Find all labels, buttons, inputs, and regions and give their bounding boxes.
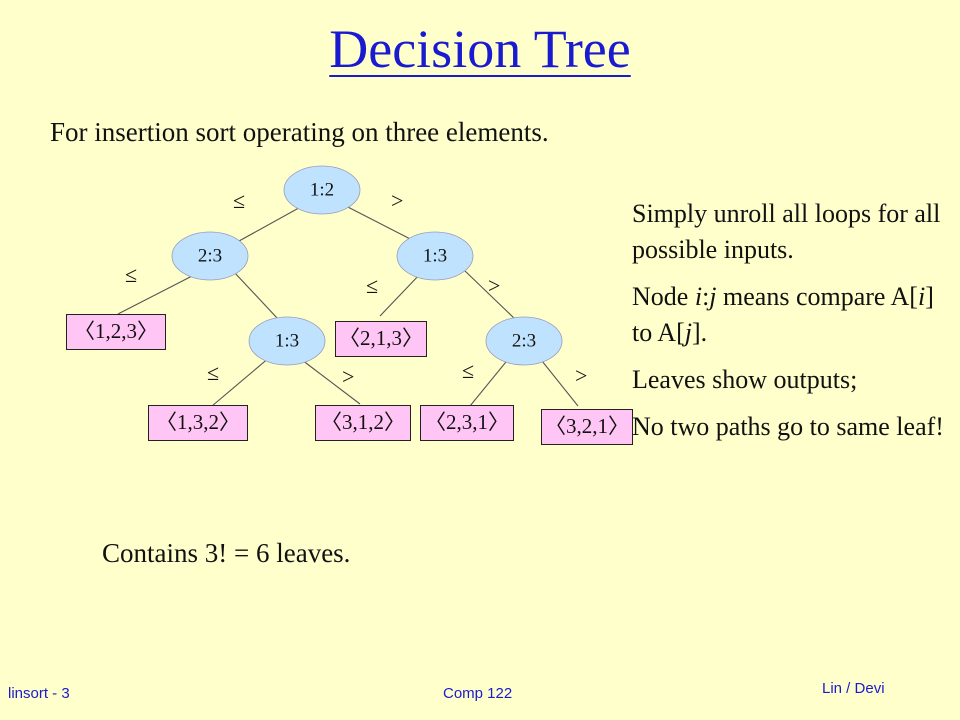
edge-right-leaf213 (379, 271, 423, 317)
tree-node-left-label: 2:3 (198, 246, 222, 267)
note-node-meaning: Node i:j means compare A[i] to A[j]. (632, 282, 934, 347)
edge-label-right-le: ≤ (366, 273, 379, 298)
note-unroll: Simply unroll all loops for all possible… (632, 199, 941, 264)
edge-label-right-gt: > (488, 273, 501, 298)
notes-panel: Simply unroll all loops for all possible… (632, 196, 952, 456)
edge-right-rightright (463, 269, 517, 321)
leaf-3-2-1: 〈3,2,1〉 (541, 409, 633, 445)
footer-authors: Lin / Devi (822, 680, 885, 697)
slide-title: Decision Tree (329, 19, 631, 79)
leaf-3-1-2: 〈3,1,2〉 (315, 405, 411, 441)
leaf-1-3-2: 〈1,3,2〉 (148, 405, 248, 441)
leaf-1-2-3: 〈1,2,3〉 (66, 314, 166, 350)
edge-label-left-le: ≤ (125, 262, 138, 287)
tree-node-root: 1:2 (283, 165, 361, 215)
leaf-count-text: Contains 3! = 6 leaves. (102, 538, 351, 568)
edge-label-root-le: ≤ (233, 188, 246, 213)
note-leaves: Leaves show outputs; (632, 365, 858, 394)
tree-node-left: 2:3 (171, 231, 249, 281)
edge-label-leftright-gt: > (342, 364, 355, 389)
slide-subtitle: For insertion sort operating on three el… (50, 117, 549, 147)
note-paths: No two paths go to same leaf! (632, 412, 944, 441)
edge-label-rightright-gt: > (575, 363, 588, 388)
edge-leftright-leaf312 (301, 359, 361, 405)
tree-node-left-right-label: 1:3 (275, 331, 299, 352)
edge-label-leftright-le: ≤ (207, 360, 220, 385)
footer-slide-id: linsort - 3 (8, 685, 70, 702)
edge-leftright-leaf132 (211, 356, 271, 407)
edge-label-root-gt: > (391, 188, 404, 213)
tree-node-left-right: 1:3 (248, 316, 326, 366)
leaf-2-3-1: 〈2,3,1〉 (420, 405, 514, 441)
footer-course: Comp 122 (443, 685, 513, 702)
edge-label-rightright-le: ≤ (462, 358, 475, 383)
tree-node-root-label: 1:2 (310, 180, 334, 201)
edge-rightright-leaf321 (537, 355, 579, 407)
edge-root-left (229, 203, 307, 247)
tree-node-right-right-label: 2:3 (512, 331, 536, 352)
tree-node-right: 1:3 (396, 231, 474, 281)
edge-root-right (341, 203, 421, 245)
edge-left-leftright (233, 271, 279, 320)
edge-rightright-leaf231 (469, 356, 511, 407)
leaf-2-1-3: 〈2,1,3〉 (335, 321, 427, 357)
edge-left-leaf123 (117, 273, 197, 315)
tree-node-right-right: 2:3 (485, 316, 563, 366)
tree-node-right-label: 1:3 (423, 246, 447, 267)
